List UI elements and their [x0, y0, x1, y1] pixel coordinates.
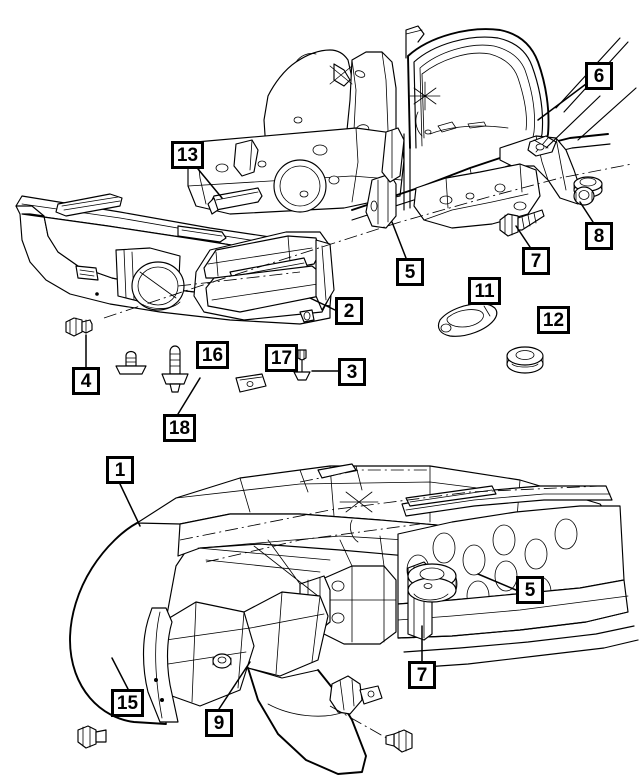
callout-4[interactable]: 4 [72, 367, 100, 395]
part-17-retainer-clip [293, 349, 311, 381]
callout-17[interactable]: 17 [265, 344, 298, 372]
fog-lamp-opening [115, 247, 185, 311]
callout-13[interactable]: 13 [171, 141, 204, 169]
bolt-lower-centre [385, 729, 413, 753]
part-13-upper-molding [207, 187, 263, 215]
part-18-push-clip-a [115, 350, 147, 375]
callout-1[interactable]: 1 [106, 456, 134, 484]
lower-latch-hook [329, 675, 383, 715]
callout-6[interactable]: 6 [585, 62, 613, 90]
lower-bumper-assembly [69, 463, 639, 775]
callout-3[interactable]: 3 [338, 358, 366, 386]
callout-7-lower[interactable]: 7 [408, 661, 436, 689]
part-4-hex-flange-bolt [65, 317, 93, 337]
door-glass-frame [405, 25, 550, 153]
part-7-hex-bolt-upper [499, 209, 545, 237]
left-crush-can [237, 591, 329, 677]
callout-2[interactable]: 2 [335, 297, 363, 325]
callout-leader-lines [85, 83, 594, 710]
callout-16[interactable]: 16 [196, 341, 229, 369]
fascia-badge [75, 265, 99, 281]
callout-12[interactable]: 12 [537, 306, 570, 334]
fastener-group-upper [65, 317, 311, 393]
callout-11[interactable]: 11 [468, 277, 501, 305]
upper-mid-louver [177, 225, 227, 243]
callout-9[interactable]: 9 [205, 709, 233, 737]
grille-panel [193, 231, 335, 323]
upper-left-louver [55, 193, 123, 217]
part-15-side-closeout [142, 607, 179, 723]
callout-18[interactable]: 18 [163, 414, 196, 442]
callout-7-upper[interactable]: 7 [522, 247, 550, 275]
front-fascia-grille-assembly [15, 193, 335, 393]
hardware-group-right [437, 186, 595, 374]
part-11-tow-bracket [437, 303, 498, 337]
glass-lower-hinge [527, 135, 557, 157]
part-9-end-bracket [163, 601, 255, 707]
part-7-clamp-bracket-lower [407, 561, 457, 641]
callout-5-upper[interactable]: 5 [396, 258, 424, 286]
callout-5-lower[interactable]: 5 [516, 576, 544, 604]
bolt-bottom-left [77, 725, 107, 749]
part-12-grommet-isolator [506, 346, 544, 374]
callout-8[interactable]: 8 [585, 222, 613, 250]
upper-body-structure [187, 25, 637, 229]
part-18-push-clip-b [161, 345, 189, 393]
part-8-flange-nut [573, 186, 595, 206]
callout-15[interactable]: 15 [111, 689, 144, 717]
part-16-nut-plate [235, 373, 267, 393]
